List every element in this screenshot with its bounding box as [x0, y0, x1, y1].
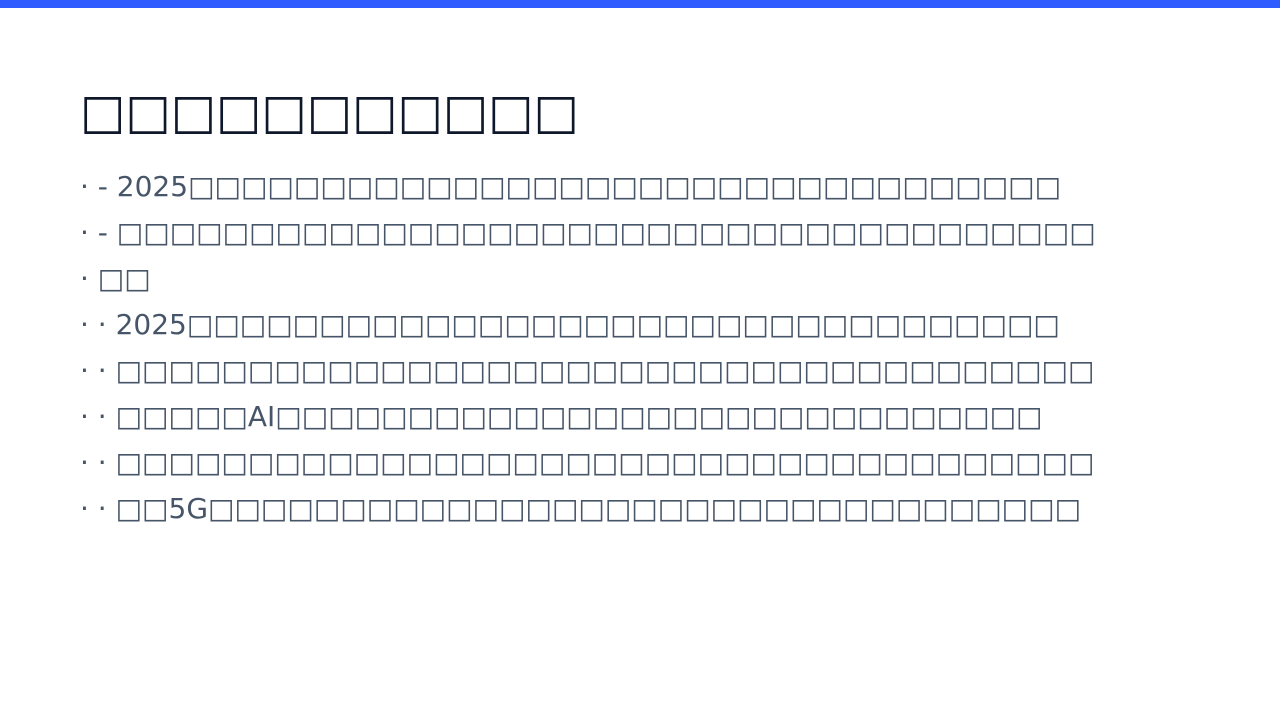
slide-title: □□□□□□□□□□□ — [80, 84, 579, 140]
bullet-item: · · □□□□□□□□□□□□□□□□□□□□□□□□□□□□□□□□□□□□… — [80, 446, 1095, 479]
bullet-list: · - 2025□□□□□□□□□□□□□□□□□□□□□□□□□□□□□□□□… — [80, 164, 1200, 532]
bullet-item: · · 2025□□□□□□□□□□□□□□□□□□□□□□□□□□□□□□□□… — [80, 308, 1060, 341]
bullet-item: · - 2025□□□□□□□□□□□□□□□□□□□□□□□□□□□□□□□□… — [80, 170, 1062, 203]
slide-content: □□□□□□□□□□□ · - 2025□□□□□□□□□□□□□□□□□□□□… — [80, 82, 1200, 532]
bullet-item: · - □□□□□□□□□□□□□□□□□□□□□□□□□□□□□□□□□□□□… — [80, 216, 1096, 249]
bullet-item: · □□ — [80, 262, 151, 295]
bullet-item: · · □□□□□AI□□□□□□□□□□□□□□□□□□□□□□□□□□□□□ — [80, 400, 1043, 433]
bullet-item: · · □□5G□□□□□□□□□□□□□□□□□□□□□□□□□□□□□□□□… — [80, 492, 1082, 525]
top-accent-bar — [0, 0, 1280, 8]
bullet-item: · · □□□□□□□□□□□□□□□□□□□□□□□□□□□□□□□□□□□□… — [80, 354, 1095, 387]
